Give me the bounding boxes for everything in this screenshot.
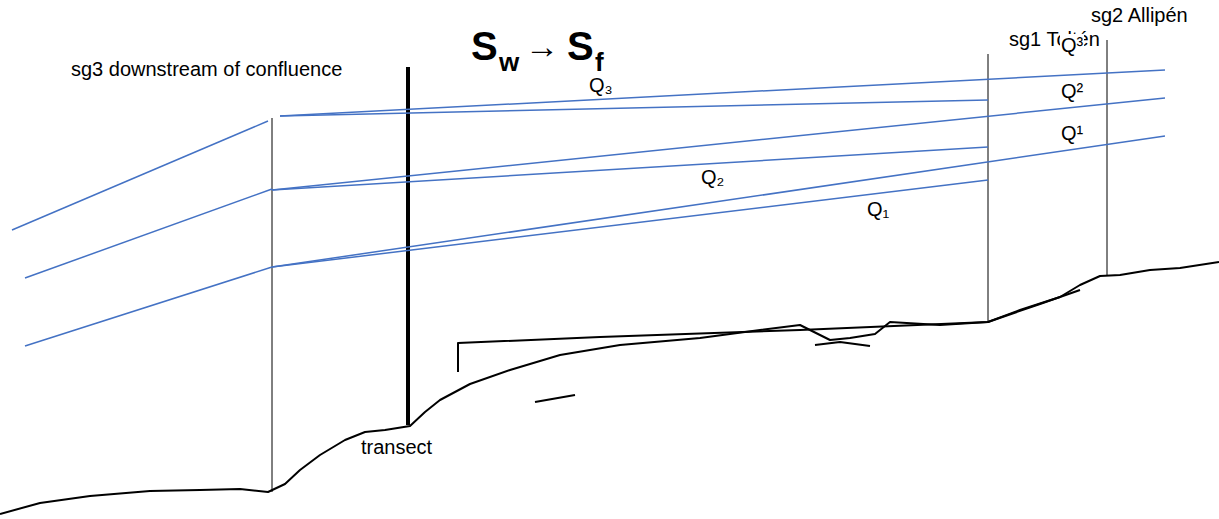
gauge-line-sg1 <box>988 54 989 323</box>
riverbed-profile <box>0 262 1219 514</box>
gauge-label: sg1 Toltén <box>1008 28 1101 50</box>
water-surface-line <box>280 100 988 116</box>
discharge-label: Q³ <box>1060 34 1084 56</box>
water-surface-line <box>280 70 1165 116</box>
bed-dash <box>535 395 575 402</box>
slope-subscript: w <box>498 48 520 77</box>
water-surface-line <box>25 267 272 346</box>
slope-subscript: f <box>594 48 605 77</box>
water-surface-line <box>25 189 272 278</box>
discharge-label: Q¹ <box>1060 122 1084 144</box>
slope-symbol: S <box>470 24 499 68</box>
gauge-label: sg3 downstream of confluence <box>70 58 343 80</box>
discharge-label: Q₂ <box>700 166 725 188</box>
gauge-label: sg2 Allipén <box>1090 4 1189 26</box>
bed-bump <box>815 342 870 346</box>
water-surface-line <box>12 121 268 230</box>
gauge-line-sg3 <box>272 118 273 492</box>
discharge-label: Q₃ <box>588 74 614 96</box>
water-surface-line <box>272 98 1165 190</box>
discharge-label: Q₁ <box>866 198 890 220</box>
transect-line <box>406 67 410 425</box>
water-surface-line <box>272 180 988 267</box>
transect-label: transect <box>360 436 433 458</box>
gauge-line-sg2 <box>1107 40 1108 276</box>
arrow-symbol: → <box>524 28 560 65</box>
upper-bed-line <box>458 290 1080 372</box>
discharge-label: Q² <box>1060 80 1084 102</box>
water-surface-line <box>272 136 1165 267</box>
slope-symbol: S <box>566 24 595 68</box>
